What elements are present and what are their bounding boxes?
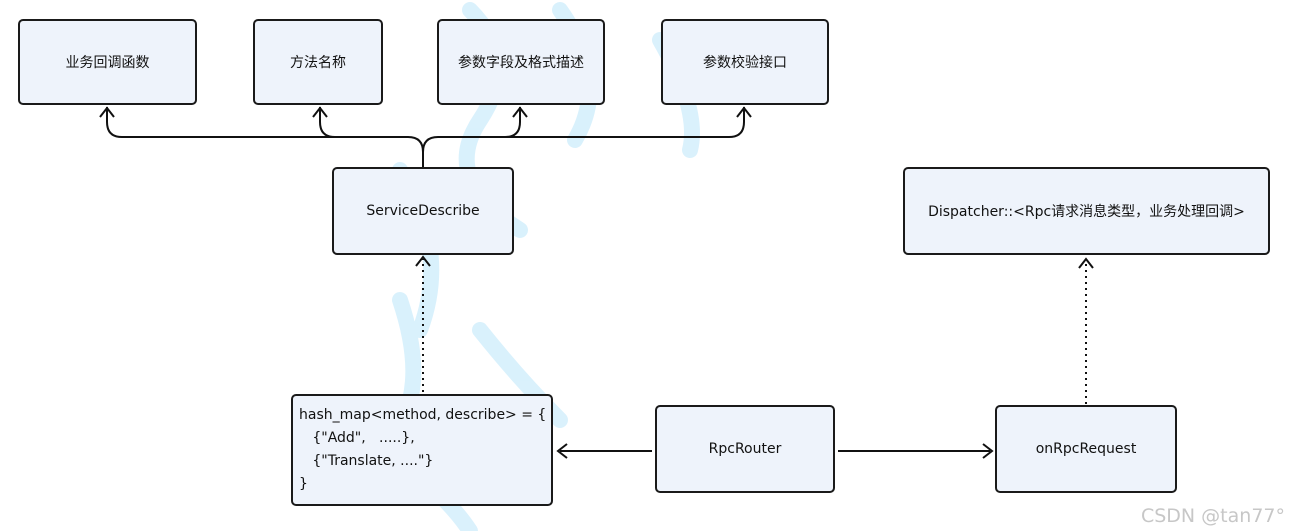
connector-to-param-check	[438, 107, 745, 138]
callback-function-node: 业务回调函数	[18, 19, 197, 105]
param-description-label: 参数字段及格式描述	[458, 55, 584, 71]
param-description-node: 参数字段及格式描述	[437, 19, 605, 105]
connector-tree-trunk	[407, 136, 424, 167]
watermark-text: CSDN @tan77°	[1140, 505, 1285, 527]
method-name-node: 方法名称	[253, 19, 383, 105]
hash-map-label: hash_map<method, describe> = { {"Add", .…	[299, 407, 547, 492]
param-check-label: 参数校验接口	[703, 55, 787, 71]
service-describe-node: ServiceDescribe	[332, 167, 514, 255]
param-check-node: 参数校验接口	[661, 19, 829, 105]
connector-to-param-desc	[438, 107, 521, 138]
hash-map-node: hash_map<method, describe> = { {"Add", .…	[291, 394, 553, 506]
dispatcher-node: Dispatcher::<Rpc请求消息类型，业务处理回调>	[903, 167, 1270, 255]
callback-function-label: 业务回调函数	[65, 55, 150, 71]
connector-to-callback	[106, 107, 408, 138]
method-name-label: 方法名称	[290, 55, 346, 71]
rpc-router-node: RpcRouter	[655, 405, 835, 493]
rpc-router-label: RpcRouter	[708, 441, 782, 457]
connector-tree-trunk-right	[422, 136, 439, 153]
on-rpc-request-node: onRpcRequest	[995, 405, 1177, 493]
on-rpc-request-label: onRpcRequest	[1035, 441, 1137, 457]
service-describe-label: ServiceDescribe	[366, 203, 480, 219]
connector-to-method-name	[319, 107, 408, 138]
dispatcher-label: Dispatcher::<Rpc请求消息类型，业务处理回调>	[928, 204, 1245, 220]
